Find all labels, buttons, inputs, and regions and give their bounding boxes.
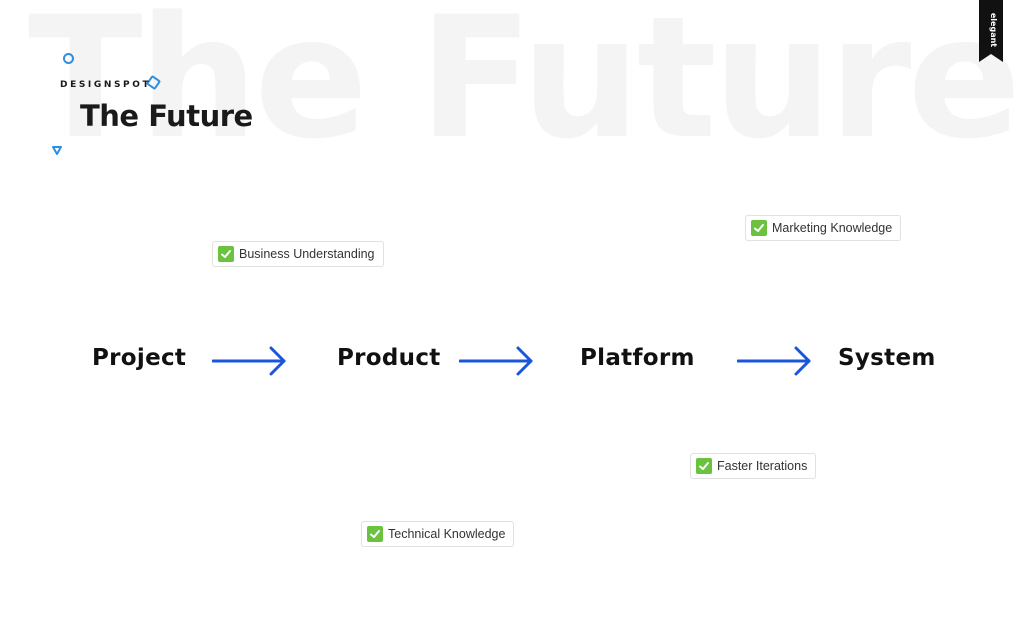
eyebrow-label: DESIGNSPOT [60, 80, 152, 90]
checkmark-icon [367, 526, 383, 542]
brand-badge-logo: elegant [979, 0, 1003, 62]
page-title: The Future [80, 99, 253, 133]
tag-label: Faster Iterations [717, 459, 808, 473]
step-platform: Platform [580, 345, 695, 371]
tag-label: Technical Knowledge [388, 527, 506, 541]
arrow-right-icon [737, 346, 811, 376]
arrow-right-icon [212, 346, 286, 376]
badge-text: elegant [989, 13, 998, 47]
arrow-right-icon [459, 346, 533, 376]
triangle-decoration-icon [52, 146, 62, 155]
tag-label: Marketing Knowledge [772, 221, 893, 235]
step-project: Project [92, 345, 187, 371]
tag-technical-knowledge: Technical Knowledge [361, 521, 515, 547]
checkmark-icon [218, 246, 234, 262]
checkmark-icon [696, 458, 712, 474]
step-product: Product [337, 345, 441, 371]
tag-label: Business Understanding [239, 247, 375, 261]
checkmark-icon [751, 220, 767, 236]
circle-decoration-icon [63, 53, 74, 64]
tag-marketing-knowledge: Marketing Knowledge [745, 215, 902, 241]
background-watermark-title: The Future [28, 0, 1021, 176]
step-system: System [838, 345, 936, 371]
tag-business-understanding: Business Understanding [212, 241, 384, 267]
tag-faster-iterations: Faster Iterations [690, 453, 817, 479]
